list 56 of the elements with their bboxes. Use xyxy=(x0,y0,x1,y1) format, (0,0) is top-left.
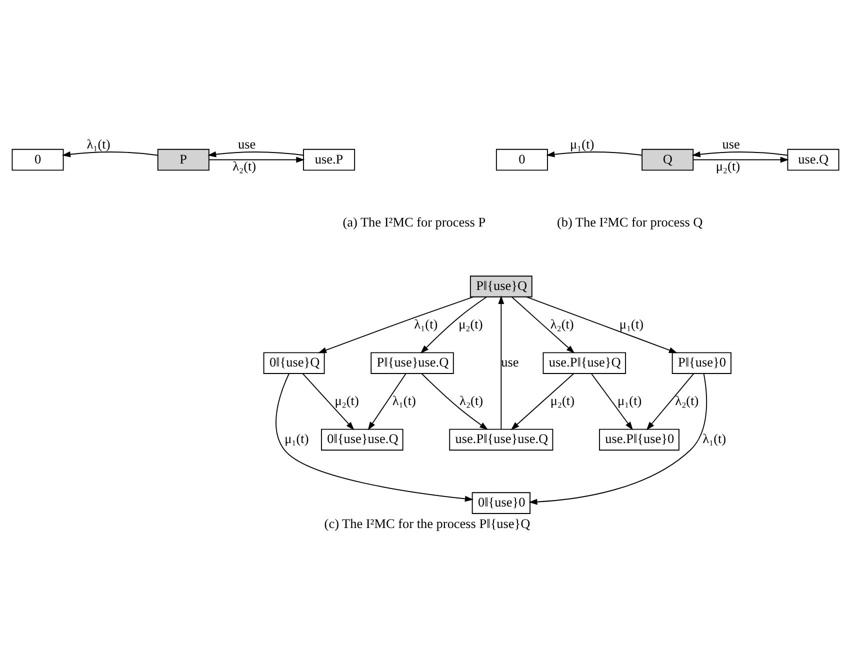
arrow xyxy=(692,150,788,157)
arrow xyxy=(546,150,642,157)
node-box: P‖{use}0 xyxy=(672,352,732,374)
arrow xyxy=(318,296,474,353)
node-box: 0 xyxy=(496,148,548,170)
node-box: Q xyxy=(642,148,694,170)
edge-label: use xyxy=(238,136,256,151)
edge-label: μ₂(t) xyxy=(716,158,740,173)
edge-label: λ₂(t) xyxy=(550,316,574,331)
arrow xyxy=(208,150,304,157)
edge-label: λ₂(t) xyxy=(675,392,699,408)
arrow xyxy=(692,156,789,162)
arrow xyxy=(510,372,574,430)
node-box: P‖{use}use.Q xyxy=(370,352,454,374)
edge-label: use xyxy=(501,354,519,370)
edge-label: λ₁(t) xyxy=(414,316,438,331)
caption: (c) The I²MC for the process P‖{use}Q xyxy=(324,515,530,530)
edge-label: μ₁(t) xyxy=(284,430,309,446)
edge-label: μ₂(t) xyxy=(550,392,575,408)
arrow xyxy=(420,296,488,354)
edge-label: μ₁(t) xyxy=(570,136,594,151)
arrow xyxy=(62,150,158,157)
node-box: 0‖{use}0 xyxy=(472,492,530,514)
edge-label: λ₂(t) xyxy=(460,392,484,408)
arrow xyxy=(646,372,694,430)
node-box: P xyxy=(157,148,210,170)
arrow xyxy=(498,294,504,430)
arrow xyxy=(528,372,708,504)
arrow xyxy=(208,156,305,162)
edge-label: λ₁(t) xyxy=(86,136,110,151)
arrow xyxy=(511,296,575,353)
edge-label: use xyxy=(722,136,740,151)
node-box: use.P‖{use}use.Q xyxy=(449,428,554,450)
node-box: use.Q xyxy=(787,148,840,170)
label: (b) The I²MC for process Q xyxy=(556,214,703,230)
arrow xyxy=(368,372,406,430)
node-box: use.P‖{use}Q xyxy=(542,352,626,374)
node-box: use.P xyxy=(303,148,356,170)
node-box: use.P‖{use}0 xyxy=(599,428,680,450)
arrow xyxy=(526,296,678,353)
node-box: P‖{use}Q xyxy=(470,275,532,297)
arrow xyxy=(421,372,488,430)
edge-label: λ₁(t) xyxy=(702,430,726,446)
node-box: 0‖{use}use.Q xyxy=(321,428,404,450)
label: (a) The I²MC for process P xyxy=(342,214,486,230)
edge-label: μ₁(t) xyxy=(619,316,644,331)
edge-label: λ₁(t) xyxy=(392,392,416,408)
edge-label: λ₂(t) xyxy=(232,158,256,173)
edge-label: μ₁(t) xyxy=(617,392,642,408)
arrow xyxy=(276,372,474,502)
node-box: 0 xyxy=(12,148,64,170)
arrow xyxy=(590,372,634,430)
edge-label: μ₂(t) xyxy=(334,392,359,408)
arrow xyxy=(302,372,354,430)
node-box: 0‖{use}Q xyxy=(263,352,325,374)
edge-label: μ₂(t) xyxy=(458,316,483,331)
